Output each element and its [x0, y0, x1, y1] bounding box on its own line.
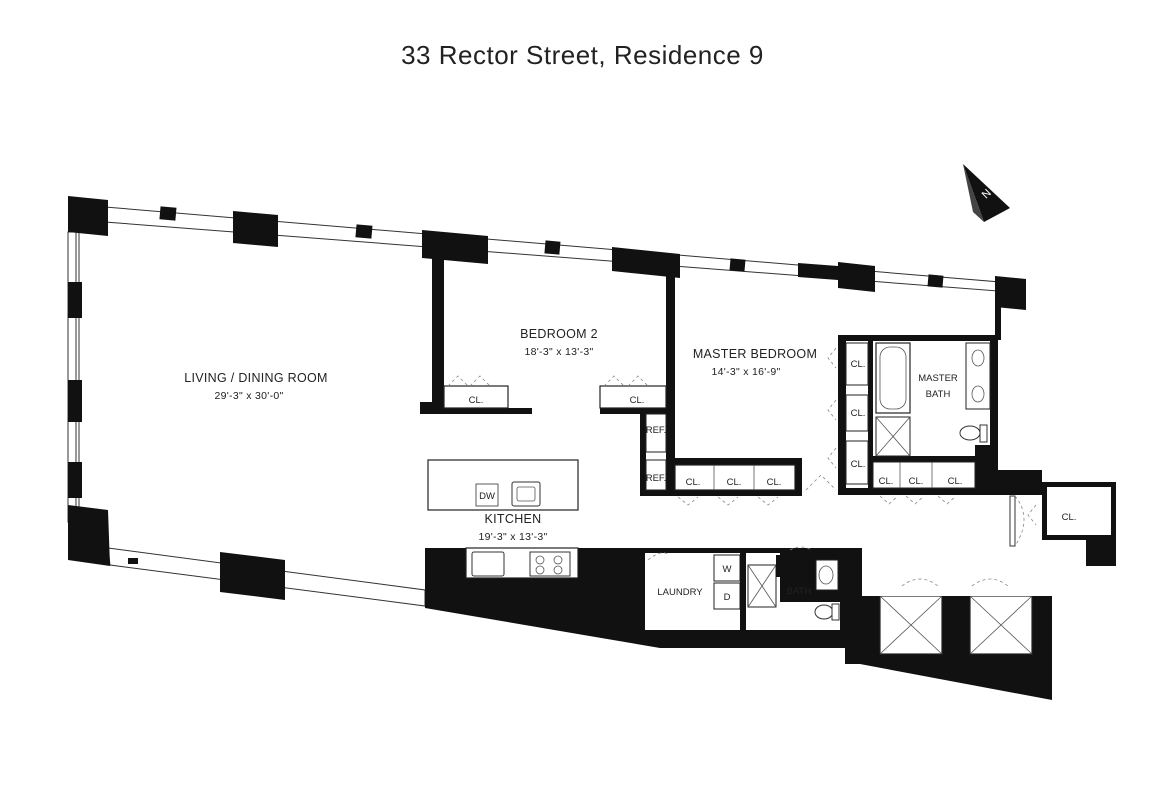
closet-label-hall-3: CL.: [948, 476, 963, 487]
bedroom2-south-wall-a: [432, 408, 532, 414]
closet-label-entry: CL.: [1062, 512, 1077, 523]
west-wall-piers: [68, 282, 110, 566]
south-wall-piers: [128, 552, 285, 600]
plan-title: 33 Rector Street, Residence 9: [401, 40, 764, 70]
master-closet-wall-east: [795, 458, 802, 494]
refrigerator-top: [645, 413, 667, 453]
closet-label-bath-2: CL.: [851, 408, 866, 419]
master-bath-label-1: MASTER: [918, 373, 958, 384]
kitchen-island: [427, 459, 579, 511]
bedroom2-west-wall: [432, 258, 444, 414]
cl-divider-wall: [868, 341, 873, 491]
master-closet-wall-bottom: [640, 490, 802, 496]
master-bedroom-dims: 14'-3" x 16'-9": [711, 366, 780, 378]
entry-closet: [1047, 487, 1111, 535]
foyer-wall: [995, 300, 1001, 340]
washer: [713, 554, 741, 582]
living-room-label: LIVING / DINING ROOM: [184, 371, 328, 385]
laundry-top-wall: [645, 548, 780, 553]
bath-jamb: [776, 555, 782, 577]
toilet-master: [959, 425, 981, 441]
laundry-bath-divider: [740, 553, 746, 648]
master-bath-east-wall: [990, 341, 998, 451]
refrigerator-bottom: [645, 459, 667, 491]
closet-label-bath-1: CL.: [851, 359, 866, 370]
hall-closets: [872, 461, 976, 489]
master-bath-label-2: BATH: [926, 389, 951, 400]
closet-label-hall-2: CL.: [909, 476, 924, 487]
dryer-label: D: [724, 592, 731, 603]
master-bath-closet-3: [845, 440, 869, 485]
kitchen-label: KITCHEN: [485, 512, 542, 526]
bedroom2-dims: 18'-3" x 13'-3": [524, 346, 593, 358]
north-wall-piers: [68, 196, 1026, 310]
master-bath-closet-2: [845, 394, 869, 432]
master-closets: [674, 464, 796, 491]
washer-label: W: [723, 564, 732, 575]
master-bath-south-wall: [838, 488, 998, 495]
closet-label-master-3: CL.: [767, 477, 782, 488]
closet-label-bedroom2-left: CL.: [469, 395, 484, 406]
ref-label-1: REF.: [646, 425, 667, 436]
bedroom2-east-wall: [666, 268, 675, 494]
bedroom2-west-jamb: [420, 402, 432, 414]
living-room-dims: 29'-3" x 30'-0": [214, 390, 283, 402]
bath-vanity: [815, 559, 839, 591]
entry-door-frame: [1009, 495, 1016, 547]
north-arrow-icon: N: [963, 164, 1010, 222]
ref-label-2: REF.: [646, 473, 667, 484]
cooktop: [529, 551, 571, 577]
laundry-label: LAUNDRY: [657, 587, 703, 598]
dryer: [713, 582, 741, 610]
master-bath-west-wall: [838, 335, 846, 495]
toilet-bath: [814, 604, 834, 620]
bedroom2-closet-right: [599, 385, 667, 409]
foyer-north-wall: [990, 470, 1042, 495]
closet-label-master-2: CL.: [727, 477, 742, 488]
corridor-gap: [862, 585, 1052, 596]
closet-label-bath-3: CL.: [851, 459, 866, 470]
kitchen-dims: 19'-3" x 13'-3": [478, 531, 547, 543]
master-bedroom-label: MASTER BEDROOM: [693, 347, 817, 361]
dw-label: DW: [479, 491, 495, 502]
bedroom2-south-wall-b: [600, 408, 675, 414]
vanity: [965, 342, 991, 410]
closet-label-master-1: CL.: [686, 477, 701, 488]
master-bath-north-wall: [838, 335, 998, 341]
ref-wall: [640, 410, 646, 494]
bath-closet-top-wall: [872, 456, 976, 462]
master-closet-wall-top: [675, 458, 801, 465]
closet-label-hall-1: CL.: [879, 476, 894, 487]
dishwasher: [475, 483, 499, 507]
bath-label: BATH: [787, 586, 812, 597]
closet-label-bedroom2-right: CL.: [630, 395, 645, 406]
bedroom2-label: BEDROOM 2: [520, 327, 598, 341]
master-bath-closet-1: [845, 342, 869, 386]
bedroom2-closet-left: [443, 385, 509, 409]
kitchen-sink: [471, 551, 505, 577]
island-sink: [511, 481, 541, 507]
